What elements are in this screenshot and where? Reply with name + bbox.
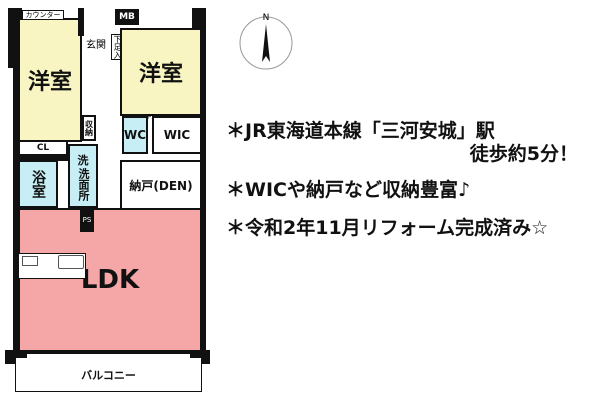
pipe-space-upper: PS <box>147 113 156 121</box>
washroom: 洗 洗面所 <box>68 144 98 208</box>
wall <box>13 8 20 358</box>
western-room-left: 洋室 <box>18 18 82 142</box>
storage: 収納 <box>82 115 96 141</box>
balcony: バルコニー <box>15 358 202 392</box>
feature-renovation: ＊令和2年11月リフォーム完成済み☆ <box>226 217 549 239</box>
compass-icon: N <box>239 13 293 70</box>
compass-north-label: N <box>263 13 270 23</box>
stove-icon <box>22 256 38 266</box>
kitchen-counter <box>18 253 86 279</box>
den: 納戸(DEN) <box>120 160 202 210</box>
counter-label: カウンター <box>22 10 64 20</box>
wall <box>200 30 206 358</box>
entrance-label: 玄関 <box>86 40 106 51</box>
wall <box>78 8 84 36</box>
sink-icon <box>58 255 84 269</box>
wall <box>18 156 98 161</box>
closet: CL <box>18 140 68 156</box>
feature-access: ＊JR東海道本線「三河安城」駅 <box>226 120 495 142</box>
wic: WIC <box>152 116 202 154</box>
wall <box>192 8 206 32</box>
meter-box: MB <box>115 9 139 25</box>
pipe-space-lower: PS <box>80 208 94 232</box>
wc: WC <box>122 116 148 154</box>
western-room-right: 洋室 <box>120 28 202 116</box>
ldk: LDK <box>18 208 202 352</box>
feature-storage: ＊WICや納戸など収納豊富♪ <box>226 179 471 201</box>
feature-walk-time: 徒歩約5分！ <box>469 143 578 165</box>
wall <box>15 350 205 354</box>
bath: 浴室 <box>18 160 58 208</box>
